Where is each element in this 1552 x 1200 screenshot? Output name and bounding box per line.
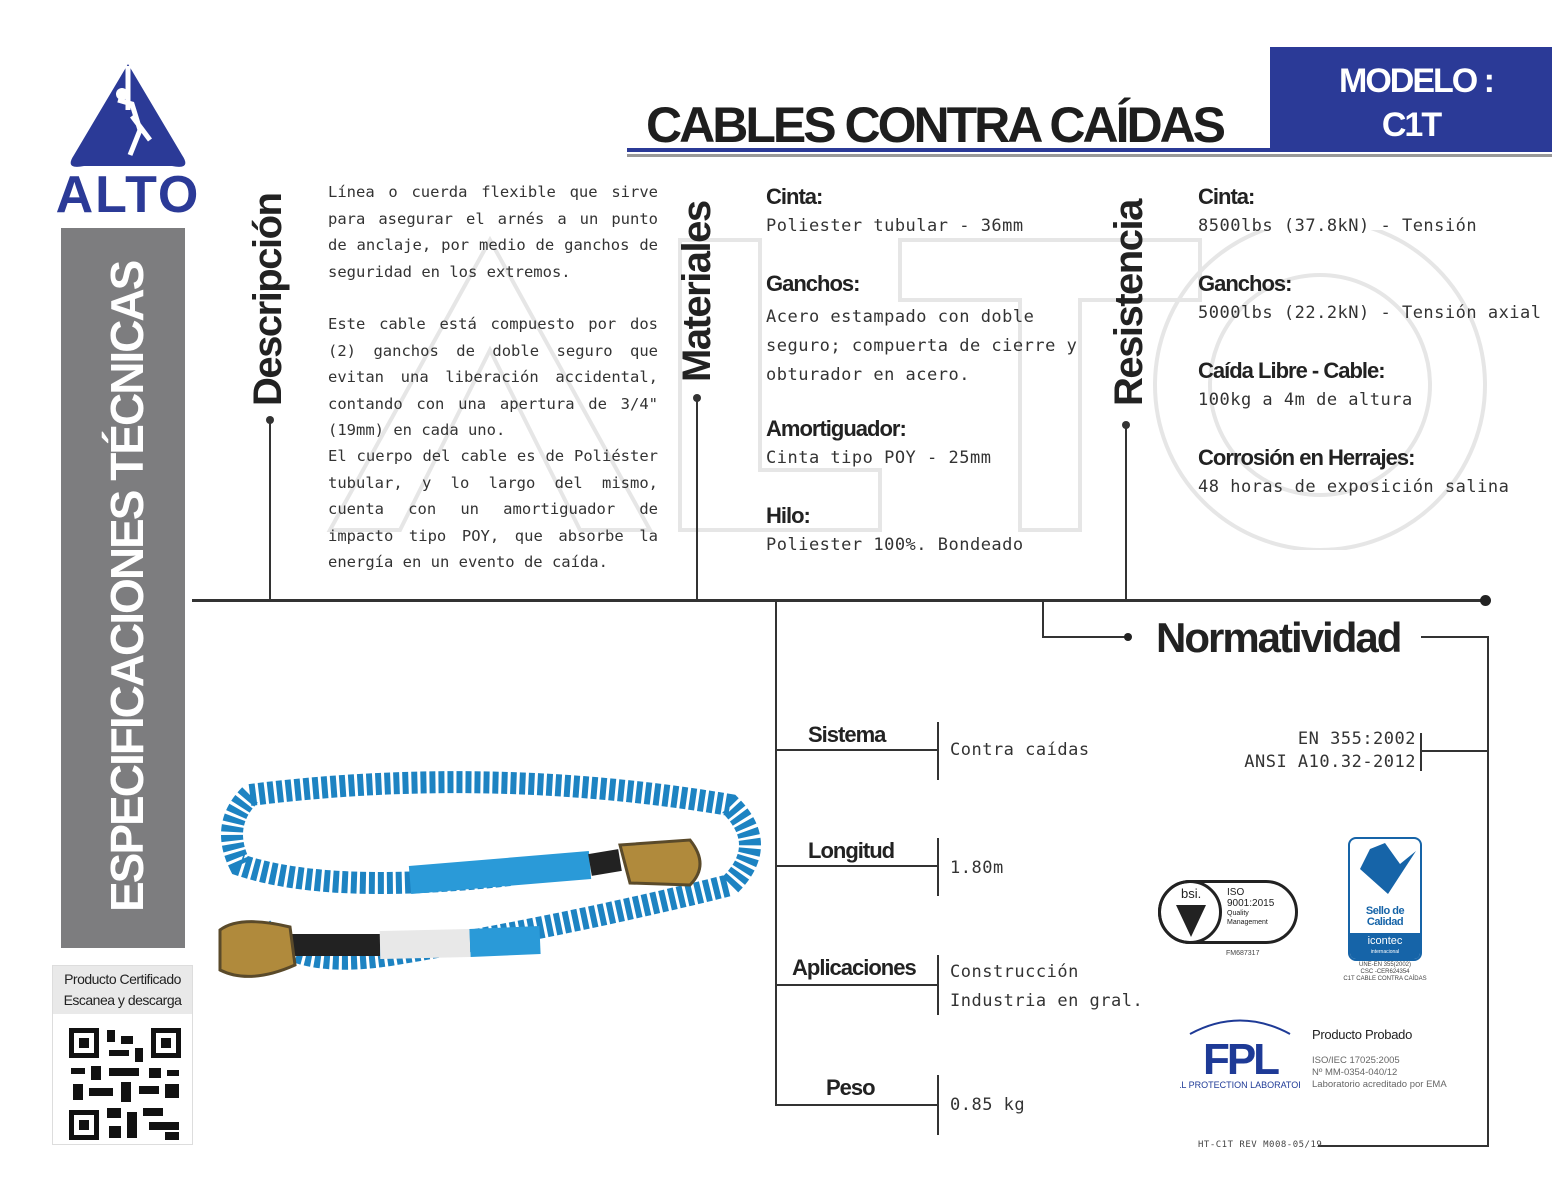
res-value-cinta: 8500lbs (37.8kN) - Tensión	[1198, 216, 1478, 236]
mat-value-ganchos: Acero estampado con doble seguro; compue…	[766, 307, 1078, 385]
resistencia-heading: Resistencia	[1107, 200, 1151, 406]
qr-code[interactable]	[69, 1028, 181, 1140]
spec-value-aplicaciones-1: Construcción	[950, 962, 1079, 982]
res-label-caida: Caída Libre - Cable:	[1198, 358, 1386, 383]
model-box: MODELO : C1T	[1270, 47, 1552, 150]
mat-value-amortiguador: Cinta tipo POY - 25mm	[766, 448, 992, 468]
res-value-caida: 100kg a 4m de altura	[1198, 390, 1413, 410]
descripcion-heading: Descripción	[246, 193, 290, 406]
spec-label-longitud: Longitud	[808, 838, 895, 863]
standard-en: EN 355:2002	[1297, 729, 1416, 749]
spec-label-peso: Peso	[826, 1075, 876, 1100]
page-title: CABLES CONTRA CAÍDAS	[646, 97, 1226, 153]
bsi-code: FM687317	[1226, 950, 1260, 957]
svg-text:FALL PROTECTION LABORATORY: FALL PROTECTION LABORATORY	[1180, 1080, 1300, 1090]
title-underline	[627, 148, 1552, 152]
check-icon	[1360, 843, 1416, 894]
spec-label-sistema: Sistema	[808, 722, 886, 747]
spec-label-aplicaciones: Aplicaciones	[792, 955, 917, 980]
mat-label-amortiguador: Amortiguador:	[766, 416, 907, 441]
mat-value-cinta: Poliester tubular - 36mm	[766, 216, 1024, 236]
mat-label-ganchos: Ganchos:	[766, 271, 860, 296]
mat-label-cinta: Cinta:	[766, 184, 823, 209]
side-band-title: ESPECIFICACIONES TÉCNICAS	[101, 261, 153, 912]
descripcion-p1: Línea o cuerda flexible que sirve para a…	[328, 183, 658, 281]
footer-code: HT-C1T REV M008-05/19	[1198, 1140, 1323, 1150]
res-value-corrosion: 48 horas de exposición salina	[1198, 477, 1510, 497]
svg-text:ALTO: ALTO	[56, 166, 201, 220]
res-value-ganchos: 5000lbs (22.2kN) - Tensión axial	[1198, 303, 1542, 323]
mat-label-hilo: Hilo:	[766, 503, 811, 528]
fpl-logo: FPL FALL PROTECTION LABORATORY	[1180, 1019, 1300, 1090]
res-label-corrosion: Corrosión en Herrajes:	[1198, 445, 1415, 470]
standard-ansi: ANSI A10.32-2012	[1244, 752, 1416, 772]
spec-value-sistema: Contra caídas	[950, 740, 1090, 760]
normatividad-heading: Normatividad	[1156, 614, 1402, 661]
lanyard-image	[218, 771, 761, 978]
spec-value-peso: 0.85 kg	[950, 1095, 1026, 1115]
res-label-ganchos: Ganchos:	[1198, 271, 1292, 296]
alto-watermark	[326, 230, 1487, 550]
descripcion-p3: El cuerpo del cable es de Poliéster tubu…	[328, 447, 658, 571]
fpl-title: Producto Probado	[1312, 1027, 1412, 1042]
spec-value-aplicaciones-2: Industria en gral.	[950, 991, 1144, 1011]
mat-value-hilo: Poliester 100%. Bondeado	[766, 535, 1024, 555]
svg-text:FPL: FPL	[1203, 1035, 1279, 1084]
descripcion-p2: Este cable está compuesto por dos (2) ga…	[328, 315, 658, 439]
materiales-heading: Materiales	[675, 201, 719, 382]
res-label-cinta: Cinta:	[1198, 184, 1255, 209]
alto-logo: ALTO	[56, 64, 201, 220]
side-band	[61, 228, 185, 948]
spec-value-longitud: 1.80m	[950, 858, 1004, 878]
